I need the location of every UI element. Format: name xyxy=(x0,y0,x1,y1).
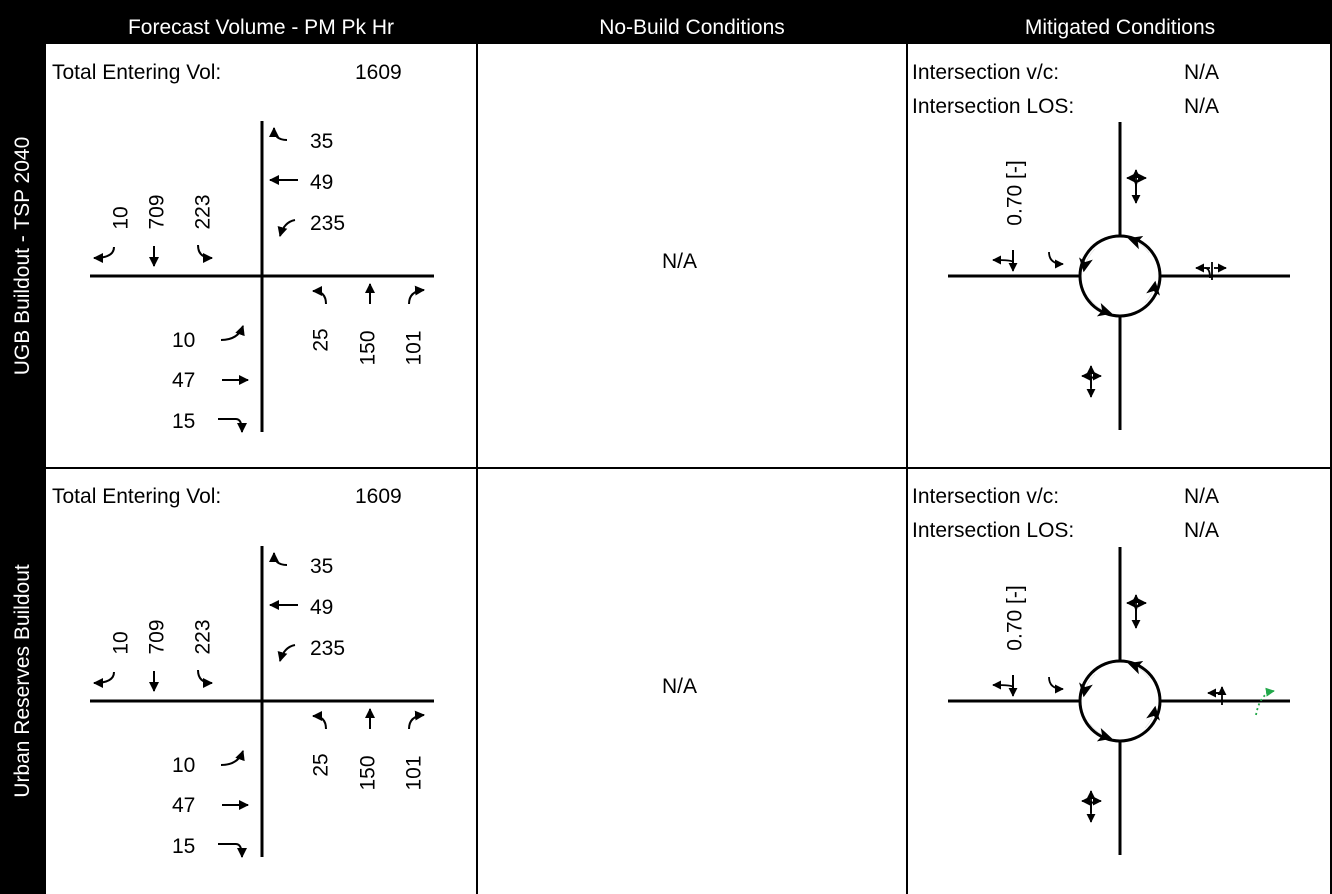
wb-through-volume: 49 xyxy=(310,171,334,194)
added-right-turn-lane-icon xyxy=(1255,687,1275,716)
intersection-los-label: Intersection LOS: xyxy=(912,95,1075,118)
intersection-vc-label: Intersection v/c: xyxy=(912,61,1060,84)
header-band xyxy=(0,12,1332,44)
roundabout-diagram xyxy=(948,122,1290,430)
eb-through-volume: 47 xyxy=(172,794,196,817)
wb-through-volume: 49 xyxy=(310,596,334,619)
intersection-vc-value: N/A xyxy=(1184,61,1220,84)
intersection-los-value: N/A xyxy=(1184,519,1220,542)
top-band xyxy=(0,0,1332,12)
intersection-vc-label: Intersection v/c: xyxy=(912,485,1060,508)
eb-right-volume: 15 xyxy=(172,410,196,433)
intersection-los-value: N/A xyxy=(1184,95,1220,118)
wb-left-volume: 235 xyxy=(310,637,346,660)
total-entering-label: Total Entering Vol: xyxy=(52,485,222,508)
east-approach-lanes xyxy=(1195,262,1227,280)
header-mitigated: Mitigated Conditions xyxy=(1024,16,1216,39)
row-label-column xyxy=(0,44,46,894)
total-entering-value: 1609 xyxy=(355,485,402,508)
header-no-build: No-Build Conditions xyxy=(599,16,785,39)
intersection-los-label: Intersection LOS: xyxy=(912,519,1075,542)
turning-movement-diagram xyxy=(90,546,434,857)
turning-movement-diagram xyxy=(90,121,434,432)
eb-left-volume: 10 xyxy=(172,754,196,777)
east-approach-lanes xyxy=(1207,686,1227,705)
roundabout-diagram xyxy=(948,547,1290,855)
table-grid xyxy=(46,0,1332,894)
header-forecast-volume: Forecast Volume - PM Pk Hr xyxy=(127,16,395,39)
eb-left-volume: 10 xyxy=(172,329,196,352)
wb-right-volume: 35 xyxy=(310,130,334,153)
no-build-result: N/A xyxy=(662,250,698,273)
eb-through-volume: 47 xyxy=(172,369,196,392)
wb-left-volume: 235 xyxy=(310,212,346,235)
intersection-vc-value: N/A xyxy=(1184,485,1220,508)
eb-right-volume: 15 xyxy=(172,835,196,858)
no-build-result: N/A xyxy=(662,675,698,698)
total-entering-label: Total Entering Vol: xyxy=(52,61,222,84)
wb-right-volume: 35 xyxy=(310,555,334,578)
total-entering-value: 1609 xyxy=(355,61,402,84)
